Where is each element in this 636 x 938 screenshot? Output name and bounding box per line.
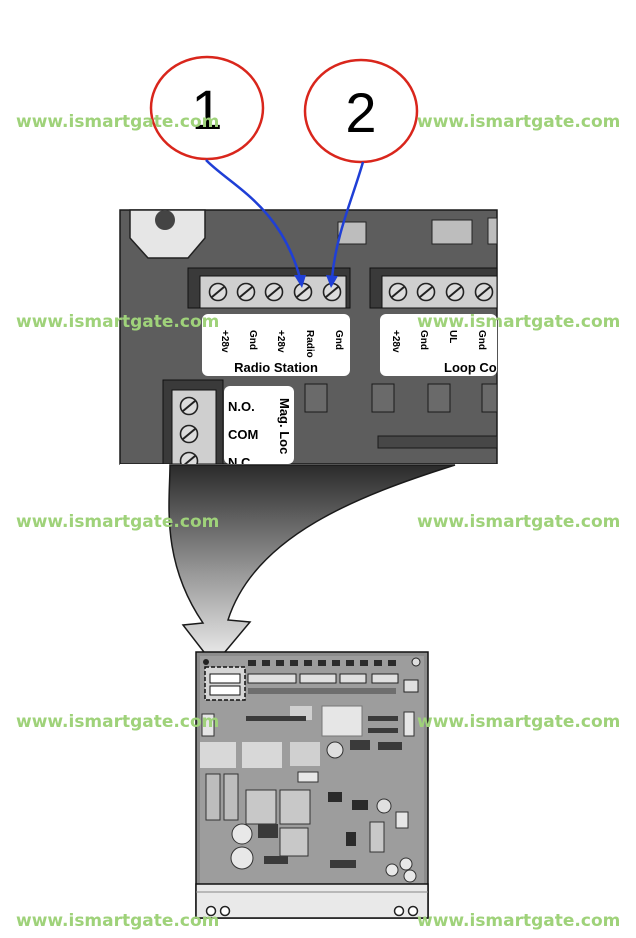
- mag-lock-terminal-screws: [179, 396, 199, 471]
- loop-terminal-label: Gnd: [476, 330, 487, 350]
- callout-1: 1: [149, 55, 265, 161]
- loop-title: Loop Co: [444, 360, 497, 375]
- wire-2-arrowhead: [326, 275, 338, 288]
- loop-terminal-label: +28v: [390, 330, 401, 353]
- wire-1-arrowhead: [294, 275, 306, 288]
- zoomed-board: +28v Gnd +28v Radio Gnd Radio Station +2…: [119, 209, 500, 472]
- wire-1: [205, 159, 302, 279]
- wire-2: [330, 161, 365, 279]
- radio-terminal-label: Radio: [304, 330, 315, 358]
- callout-1-number: 1: [191, 78, 222, 141]
- mag-lock-title: Mag. Loc: [277, 398, 292, 454]
- callout-2-number: 2: [345, 81, 376, 144]
- mag-lock-terminal-label: COM: [228, 427, 258, 442]
- radio-terminal-label: +28v: [219, 330, 230, 353]
- radio-terminal-label: Gnd: [333, 330, 344, 350]
- mag-lock-terminal-label: N.O.: [228, 399, 255, 414]
- radio-station-title: Radio Station: [234, 360, 318, 375]
- callout-2: 2: [303, 58, 419, 164]
- loop-terminal-label: UL: [447, 330, 458, 343]
- full-board: [195, 651, 429, 919]
- zoom-funnel-arrow: [168, 464, 456, 667]
- radio-terminal-label: +28v: [275, 330, 286, 353]
- radio-terminal-label: Gnd: [247, 330, 258, 350]
- loop-terminal-label: Gnd: [418, 330, 429, 350]
